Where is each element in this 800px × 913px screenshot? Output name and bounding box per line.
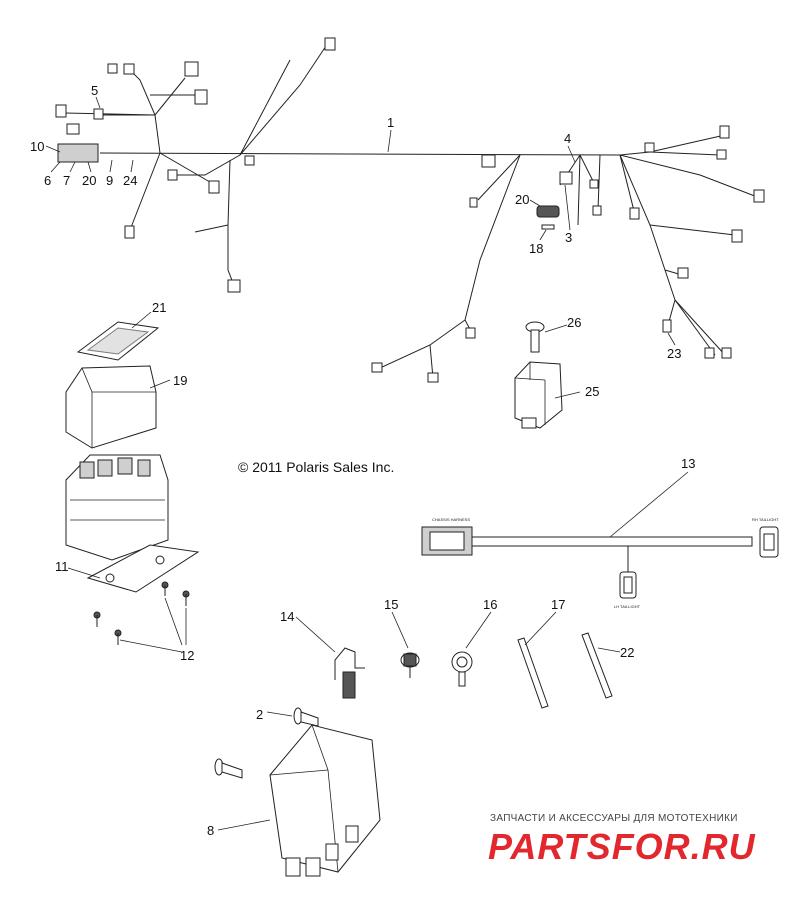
relay-25	[514, 361, 563, 429]
callout-8: 8	[207, 823, 214, 838]
callout-6: 6	[44, 173, 51, 188]
callout-labels: 1 2 3 4 5 6 7 8 9 10 11 12 13 14 15 16 1…	[30, 83, 695, 838]
connector-18-20	[536, 205, 560, 230]
callout-25: 25	[585, 384, 599, 399]
copyright-text: © 2011 Polaris Sales Inc.	[238, 459, 395, 475]
callout-9: 9	[106, 173, 113, 188]
callout-15: 15	[384, 597, 398, 612]
ecu-8	[269, 724, 381, 877]
callout-18: 18	[529, 241, 543, 256]
leader-lines	[45, 96, 689, 831]
harness-13-right-label: RH TAILLIGHT	[752, 517, 779, 522]
callout-5: 5	[91, 83, 98, 98]
callout-22: 22	[620, 645, 634, 660]
cable-tie-22	[581, 632, 613, 699]
callout-13: 13	[681, 456, 695, 471]
callout-1: 1	[387, 115, 394, 130]
callout-3: 3	[565, 230, 572, 245]
callout-16: 16	[483, 597, 497, 612]
callout-11: 11	[55, 559, 69, 574]
callout-12: 12	[180, 648, 194, 663]
callout-24: 24	[123, 173, 137, 188]
screw-2	[293, 707, 319, 727]
harness-13-left-label: CHASSIS HARNESS	[432, 517, 470, 522]
callout-2: 2	[256, 707, 263, 722]
callout-17: 17	[551, 597, 565, 612]
screws-12	[93, 581, 190, 645]
bolt-26	[525, 321, 545, 353]
fuse-label-21	[76, 321, 160, 361]
callout-23: 23	[667, 346, 681, 361]
bracket-14	[334, 647, 365, 699]
clip-15	[400, 652, 420, 678]
watermark-logo: PARTSFOR.RU	[488, 826, 756, 867]
main-harness	[64, 39, 761, 379]
callout-10: 10	[30, 139, 44, 154]
screw-left	[214, 758, 243, 779]
cable-tie-17	[517, 637, 549, 709]
harness-13-bottom-label: LH TAILLIGHT	[614, 604, 641, 609]
watermark-tagline: ЗАПЧАСТИ И АКСЕССУАРЫ ДЛЯ МОТОТЕХНИКИ	[490, 813, 738, 824]
callout-19: 19	[173, 373, 187, 388]
callout-21: 21	[152, 300, 166, 315]
callout-20-left: 20	[82, 173, 96, 188]
clamp-16	[451, 651, 473, 687]
base-plate-11	[86, 544, 200, 593]
fuse-box-cover-19	[65, 365, 157, 449]
callout-20-right: 20	[515, 192, 529, 207]
fuse-box-body	[65, 454, 169, 561]
harness-connectors	[55, 37, 765, 383]
callout-26: 26	[567, 315, 581, 330]
callout-7: 7	[63, 173, 70, 188]
callout-4: 4	[564, 131, 571, 146]
callout-14: 14	[280, 609, 294, 624]
sub-harness-13	[421, 526, 779, 599]
